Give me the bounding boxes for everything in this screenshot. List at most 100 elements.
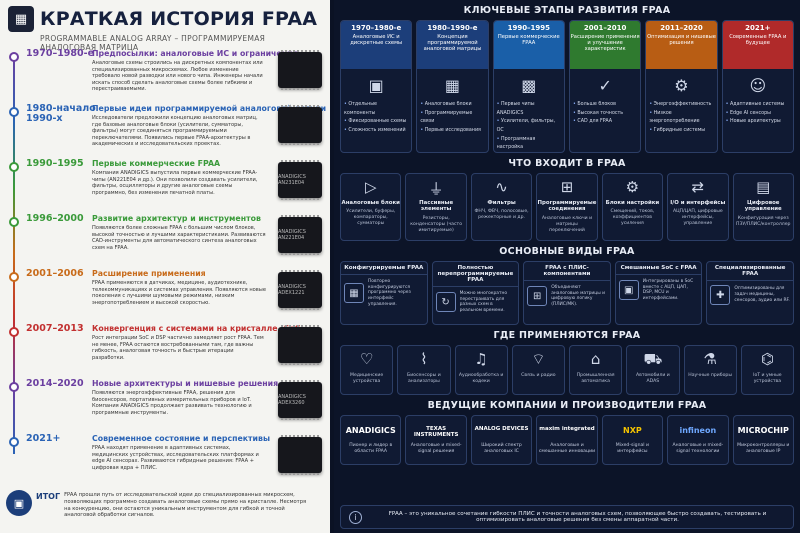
component-desc: Конфигурация через ПЗУ/ПЛИС/контроллер [736,215,791,227]
component-name: Аналоговые блоки [341,200,400,206]
stage-name: Оптимизация и нишевые решения [647,34,716,47]
stage-bullet: Первые чипы ANADIGICS [497,101,561,118]
type-card: FPAA с ПЛИС-компонентами⊞Объединяют анал… [523,261,611,325]
stage-bullets: Больше блоковВысокая точностьCAD для FPA… [570,101,640,127]
event-year: 2014–2020 [26,378,84,389]
company-desc: Аналоговые и mixed-signal технологии [672,443,724,454]
stage-name: Первые коммерческие FPAA [497,34,560,47]
history-panel: ▦ КРАТКАЯ ИСТОРИЯ FPAA PROGRAMMABLE ANAL… [0,0,330,533]
company-desc: Широкий спектр аналоговых IC [481,443,522,454]
application-card: ⌂Промышленная автоматика [569,345,623,395]
event-text: Исследователи предложили концепцию анало… [92,115,258,148]
company-desc: Mixed-signal и интерфейсы [615,443,650,454]
event-text: Компания ANADIGICS выпустила первые комм… [92,170,258,196]
type-body: ↻Можно многократно перестраивать для раз… [433,287,519,318]
stage-bullet: Низкое энергопотребление [649,110,713,127]
component-name: Блоки настройки [605,200,660,206]
event-year: 1996–2000 [26,213,84,224]
event-title: Первые идеи программируемой аналоговой л… [92,104,327,113]
type-desc: Повторно конфигурируются программно чере… [368,279,411,307]
stage-bullet: Сложность изменений [344,127,408,136]
timeline-dot [9,217,19,227]
stage-icon: ▣ [368,75,384,95]
timeline-dot [9,327,19,337]
company-desc: Микроконтроллеры и аналоговые IP [737,443,790,454]
component-name: Фильтры [487,200,516,206]
application-icon: ⌬ [760,350,774,368]
stage-year: 2011–2020 [660,24,703,32]
event-title: Развитие архитектур и инструментов [92,214,261,223]
event-title: Первые коммерческие FPAA [92,159,221,168]
type-icon: ✚ [710,285,731,305]
type-name: Полностью перепрограммируемые FPAA [432,262,519,287]
stage-bullet: Энергоэффективность [649,101,713,110]
stage-icon: ▦ [444,75,461,95]
stage-icon: ✓ [598,75,612,95]
type-icon: ▣ [618,280,639,301]
company-desc: Аналоговые и смешанные инновации [538,443,596,454]
timeline-dot [9,382,19,392]
type-name: Специализированные FPAA [707,262,793,281]
event-year: 2007–2013 [26,323,84,334]
history-header: ▦ КРАТКАЯ ИСТОРИЯ FPAA [0,0,330,32]
component-name: I/O и интерфейсы [670,200,726,206]
type-name: FPAA с ПЛИС-компонентами [524,262,610,281]
component-desc: ФНЧ, ФВЧ, полосовые, режекторные и др. [474,209,529,221]
company-logo: ANALOG DEVICES [474,426,529,432]
timeline-event: 1996–2000 Развитие архитектур и инструмен… [6,211,328,263]
component-icon: ⏚ [428,180,444,198]
stage-bullet: Больше блоков [573,101,637,110]
application-name: IoT и умные устройства [753,373,782,384]
company-desc: Пионер и лидер в области FPAA [349,443,393,454]
stage-bullet: Аналоговые блоки [420,101,484,110]
timeline-dot [9,437,19,447]
application-card: ⛟Автомобили и ADAS [626,345,680,395]
timeline-event: 2021+Современное состояние и перспективы… [6,431,328,483]
type-body: ▣Интегрированы в SoC вместе с АЦП, ЦАП, … [616,275,702,306]
contents-title: ЧТО ВХОДИТ В FPAA [508,158,626,169]
type-icon: ↻ [435,292,456,313]
stage-bullet: Высокая точность [573,110,637,119]
timeline-dot [9,162,19,172]
stage-bullets: Первые чипы ANADIGICSУсилители, фильтры,… [494,101,564,153]
company-logo: TEXAS INSTRUMENTS [413,426,459,438]
event-text: Рост интеграции SoC и DSP частично замед… [92,335,264,361]
event-year: 2001–2006 [26,268,84,279]
stage-bullet: Отдельные компоненты [344,101,408,118]
stage-bullet: Edge AI сенсоры [726,110,790,119]
type-desc: Интегрированы в SoC вместе с АЦП, ЦАП, D… [642,279,694,302]
stage-icon: ☺ [749,75,767,95]
summary-label: ИТОГ [36,492,61,501]
stage-name: Аналоговые ИС и дискретные схемы [350,34,403,47]
stage-bullet: Гибридные системы [649,127,713,136]
application-card: ⚗Научные приборы [683,345,737,395]
event-title: Новые архитектуры и нишевые решения [92,379,279,388]
chip-image [278,50,322,90]
stage-name: Современные FPAA и будущее [729,34,787,47]
footer-text: FPAA – это уникальное сочетание гибкости… [388,511,767,523]
event-text: FPAA применяются в датчиках, медицине, а… [92,280,266,306]
overview-panel: КЛЮЧЕВЫЕ ЭТАПЫ РАЗВИТИЯ FPAA 1970–1980-е… [334,0,800,533]
chip-marking: ANADIGICS AN231E04 [278,174,306,186]
application-name: Промышленная автоматика [576,373,615,384]
stage-bullet: Программируемые связи [420,110,484,127]
chip-image: ANADIGICS AN231E04 [278,160,322,200]
stage-card: 2021+Современные FPAA и будущее☺Адаптивн… [721,20,794,153]
timeline-event: 2007–2013 Конвергенция с системами на кри… [6,321,328,373]
event-title: Конвергенция с системами на кристалле (S… [92,324,305,333]
